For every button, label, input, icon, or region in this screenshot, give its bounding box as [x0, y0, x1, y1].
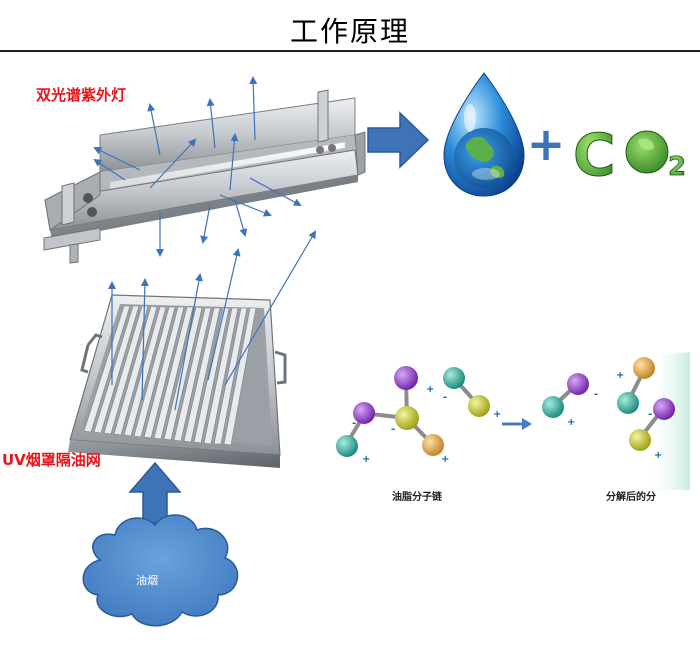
atom-purple [353, 402, 375, 424]
charge-minus: - [391, 424, 395, 435]
uv-lamp-unit [43, 89, 366, 264]
grease-filter-mesh [68, 294, 287, 468]
co2-letter-c: C [573, 121, 616, 189]
uv-lamp-label: 双光谱紫外灯 [36, 86, 127, 104]
atom-purple [653, 398, 675, 420]
atom-yellow [629, 429, 651, 451]
atom-orange [633, 357, 655, 379]
atom-purple [394, 366, 418, 390]
big-right-arrow [367, 111, 430, 169]
charge-minus: - [648, 409, 652, 420]
rising-airflow-arrows [108, 230, 317, 411]
charge-minus: - [443, 392, 447, 403]
co2-icon: C O 2 [573, 121, 687, 190]
atom-teal [336, 435, 358, 457]
page-title: 工作原理 [289, 15, 410, 48]
glass-panel [648, 352, 690, 490]
atom-teal [617, 392, 639, 414]
charge-minus: - [352, 418, 356, 429]
atom-teal [542, 396, 564, 418]
big-up-arrow [128, 461, 182, 524]
charge-plus: + [493, 409, 501, 420]
water-drop-earth-icon [443, 72, 525, 197]
charge-plus: + [654, 450, 662, 461]
charge-plus: + [426, 384, 434, 395]
co2-leaf-globe [625, 130, 669, 174]
charge-plus: + [362, 454, 370, 465]
grease-chain-label: 油脂分子链 [392, 492, 442, 503]
oil-smoke-cloud [82, 514, 239, 627]
uv-rays [93, 76, 302, 257]
atom-teal [443, 367, 465, 389]
charge-minus: - [594, 389, 598, 400]
grease-molecule-chain: + - - + - + + [336, 366, 501, 465]
reaction-arrow [502, 418, 532, 430]
atom-yellow [395, 406, 419, 430]
atom-orange [422, 434, 444, 456]
decomposed-label: 分解后的分 [606, 492, 656, 503]
decomposed-molecules: - + + - + [542, 357, 675, 461]
co2-subscript-2: 2 [668, 152, 686, 182]
charge-plus: + [616, 370, 624, 381]
atom-yellow [468, 395, 490, 417]
title-divider [0, 50, 700, 52]
charge-plus: + [567, 417, 575, 428]
charge-plus: + [441, 454, 449, 465]
atom-purple [567, 373, 589, 395]
oil-smoke-label: 油烟 [136, 574, 158, 587]
plus-sign: + [527, 117, 566, 171]
filter-mesh-label: UV烟罩隔油网 [2, 451, 101, 469]
